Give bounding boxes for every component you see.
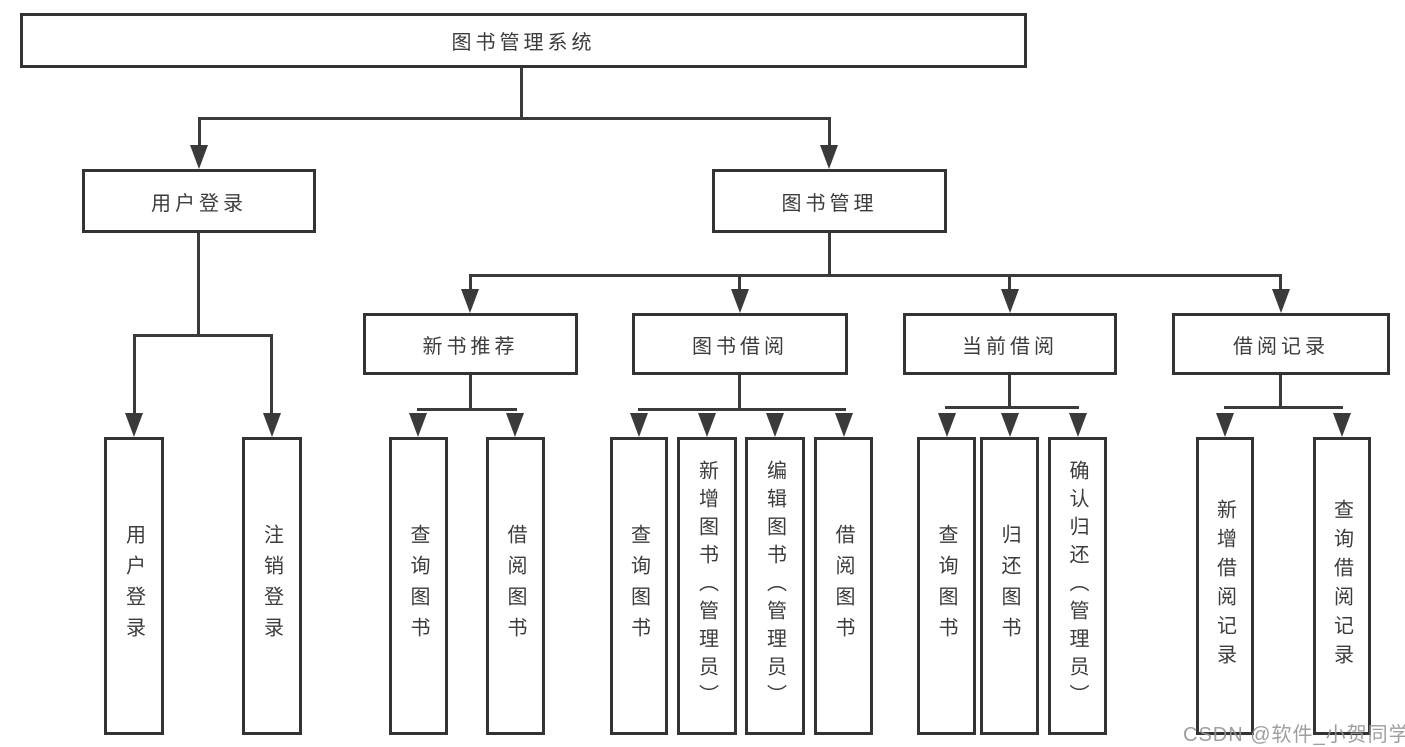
- connector-records-branch: [1224, 406, 1343, 409]
- leaf-borrow-add-book: 新增图书（管理员）: [677, 437, 737, 735]
- connector-records-stem: [1279, 375, 1282, 408]
- connector-current-stem: [1008, 375, 1011, 408]
- arrow-to-book-mgmt-icon: [820, 145, 838, 169]
- arrow-to-rec-query-icon: [409, 413, 427, 437]
- arrow-to-records-add-icon: [1216, 413, 1234, 437]
- connector-to-borrowing: [738, 274, 741, 294]
- leaf-recommend-borrow-book: 借阅图书: [486, 437, 545, 735]
- node-root: 图书管理系统: [20, 13, 1027, 68]
- leaf-borrow-edit-book: 编辑图书（管理员）: [745, 437, 805, 735]
- connector-borrowing-stem: [738, 375, 741, 410]
- connector-new-rec-branch: [417, 408, 517, 411]
- leaf-borrow-borrow-book: 借阅图书: [814, 437, 873, 735]
- arrow-to-cur-confirm-icon: [1069, 413, 1087, 437]
- connector-current-branch: [945, 406, 1079, 409]
- arrow-to-logout-icon: [263, 413, 281, 437]
- connector-root-stem: [520, 68, 523, 119]
- arrow-to-cur-query-icon: [938, 413, 956, 437]
- connector-book-mgmt-branch: [469, 274, 1282, 277]
- arrow-to-bor-add-icon: [698, 413, 716, 437]
- arrow-to-current-icon: [1001, 289, 1019, 313]
- leaf-current-query-book: 查询图书: [917, 437, 976, 735]
- connector-to-logout: [270, 334, 273, 416]
- connector-book-mgmt-stem: [828, 233, 831, 277]
- connector-to-user-login: [198, 117, 201, 149]
- leaf-user-login: 用户登录: [104, 437, 164, 735]
- connector-to-current: [1008, 274, 1011, 294]
- node-borrow-records: 借阅记录: [1172, 313, 1390, 375]
- connector-to-book-mgmt: [828, 117, 831, 149]
- leaf-records-query-record: 查询借阅记录: [1313, 437, 1371, 735]
- arrow-to-records-icon: [1272, 289, 1290, 313]
- leaf-current-return-book: 归还图书: [980, 437, 1039, 735]
- arrow-to-bor-query-icon: [630, 413, 648, 437]
- leaf-current-confirm-return: 确认归还（管理员）: [1048, 437, 1107, 735]
- leaf-records-add-record: 新增借阅记录: [1196, 437, 1254, 735]
- arrow-to-login-icon: [125, 413, 143, 437]
- arrow-to-user-login-icon: [190, 145, 208, 169]
- arrow-to-cur-return-icon: [1001, 413, 1019, 437]
- connector-to-records: [1279, 274, 1282, 294]
- connector-root-branch: [198, 117, 831, 120]
- connector-user-login-branch: [133, 334, 273, 337]
- connector-to-new-rec: [469, 274, 472, 294]
- node-new-book-recommend: 新书推荐: [363, 313, 578, 375]
- arrow-to-bor-borrow-icon: [835, 413, 853, 437]
- connector-new-rec-stem: [469, 375, 472, 410]
- arrow-to-borrowing-icon: [731, 289, 749, 313]
- node-book-borrow: 图书借阅: [632, 313, 848, 375]
- leaf-borrow-query-book: 查询图书: [610, 437, 668, 735]
- leaf-logout: 注销登录: [242, 437, 302, 735]
- node-current-borrow: 当前借阅: [903, 313, 1117, 375]
- connector-user-login-stem: [197, 233, 200, 336]
- node-user-login: 用户登录: [82, 169, 316, 233]
- csdn-watermark: CSDN @软件_小贺同学: [1183, 724, 1405, 746]
- arrow-to-rec-borrow-icon: [506, 413, 524, 437]
- node-book-management: 图书管理: [712, 169, 947, 233]
- leaf-recommend-query-book: 查询图书: [389, 437, 448, 735]
- connector-borrowing-branch: [638, 408, 846, 411]
- arrow-to-new-rec-icon: [461, 289, 479, 313]
- arrow-to-records-query-icon: [1333, 413, 1351, 437]
- connector-to-login: [133, 334, 136, 416]
- arrow-to-bor-edit-icon: [766, 413, 784, 437]
